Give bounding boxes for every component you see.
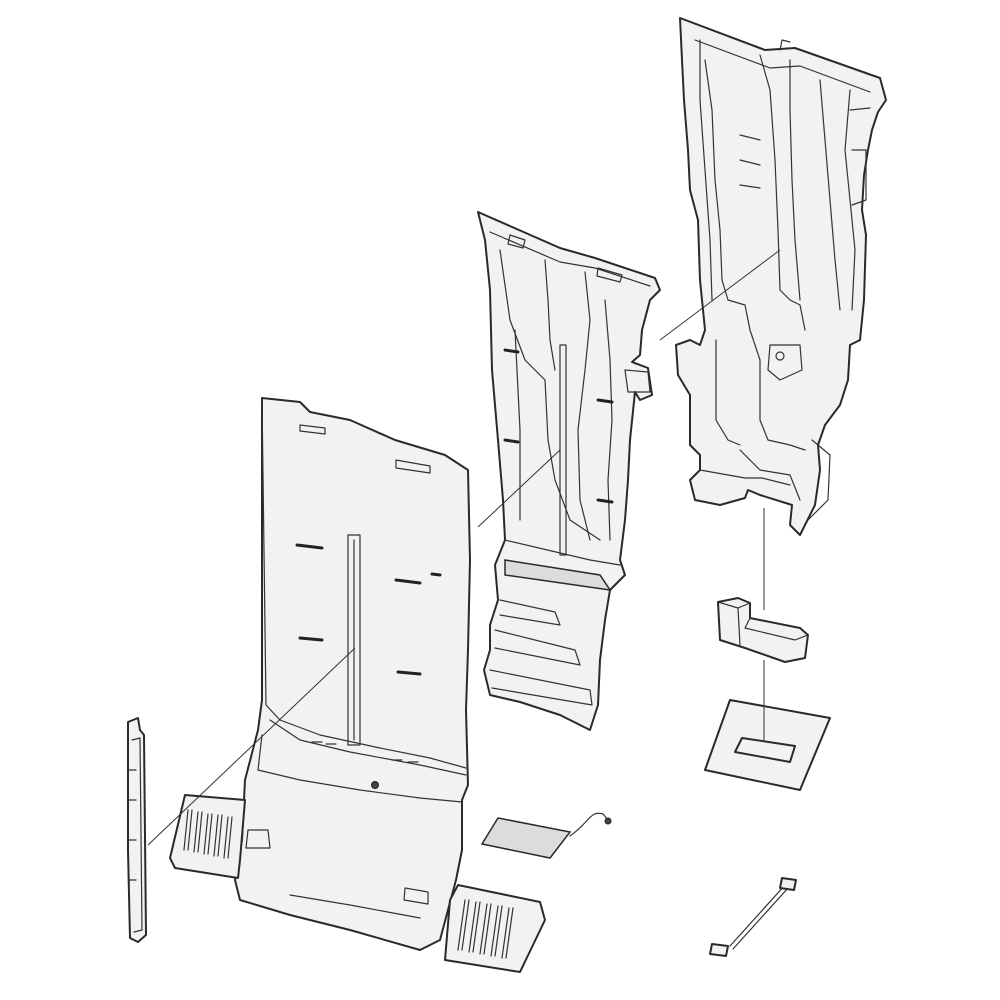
air-duct-rear-housing	[675, 17, 887, 536]
air-duct-front-panel	[169, 397, 546, 973]
wire-harness	[709, 877, 797, 957]
side-rail-bracket	[127, 717, 147, 943]
foam-gasket	[704, 699, 831, 791]
leader-lines	[147, 249, 781, 846]
air-duct-middle-cover	[477, 211, 661, 731]
damper-control-unit	[717, 597, 809, 663]
insulation-pad-with-sensor	[480, 812, 612, 859]
